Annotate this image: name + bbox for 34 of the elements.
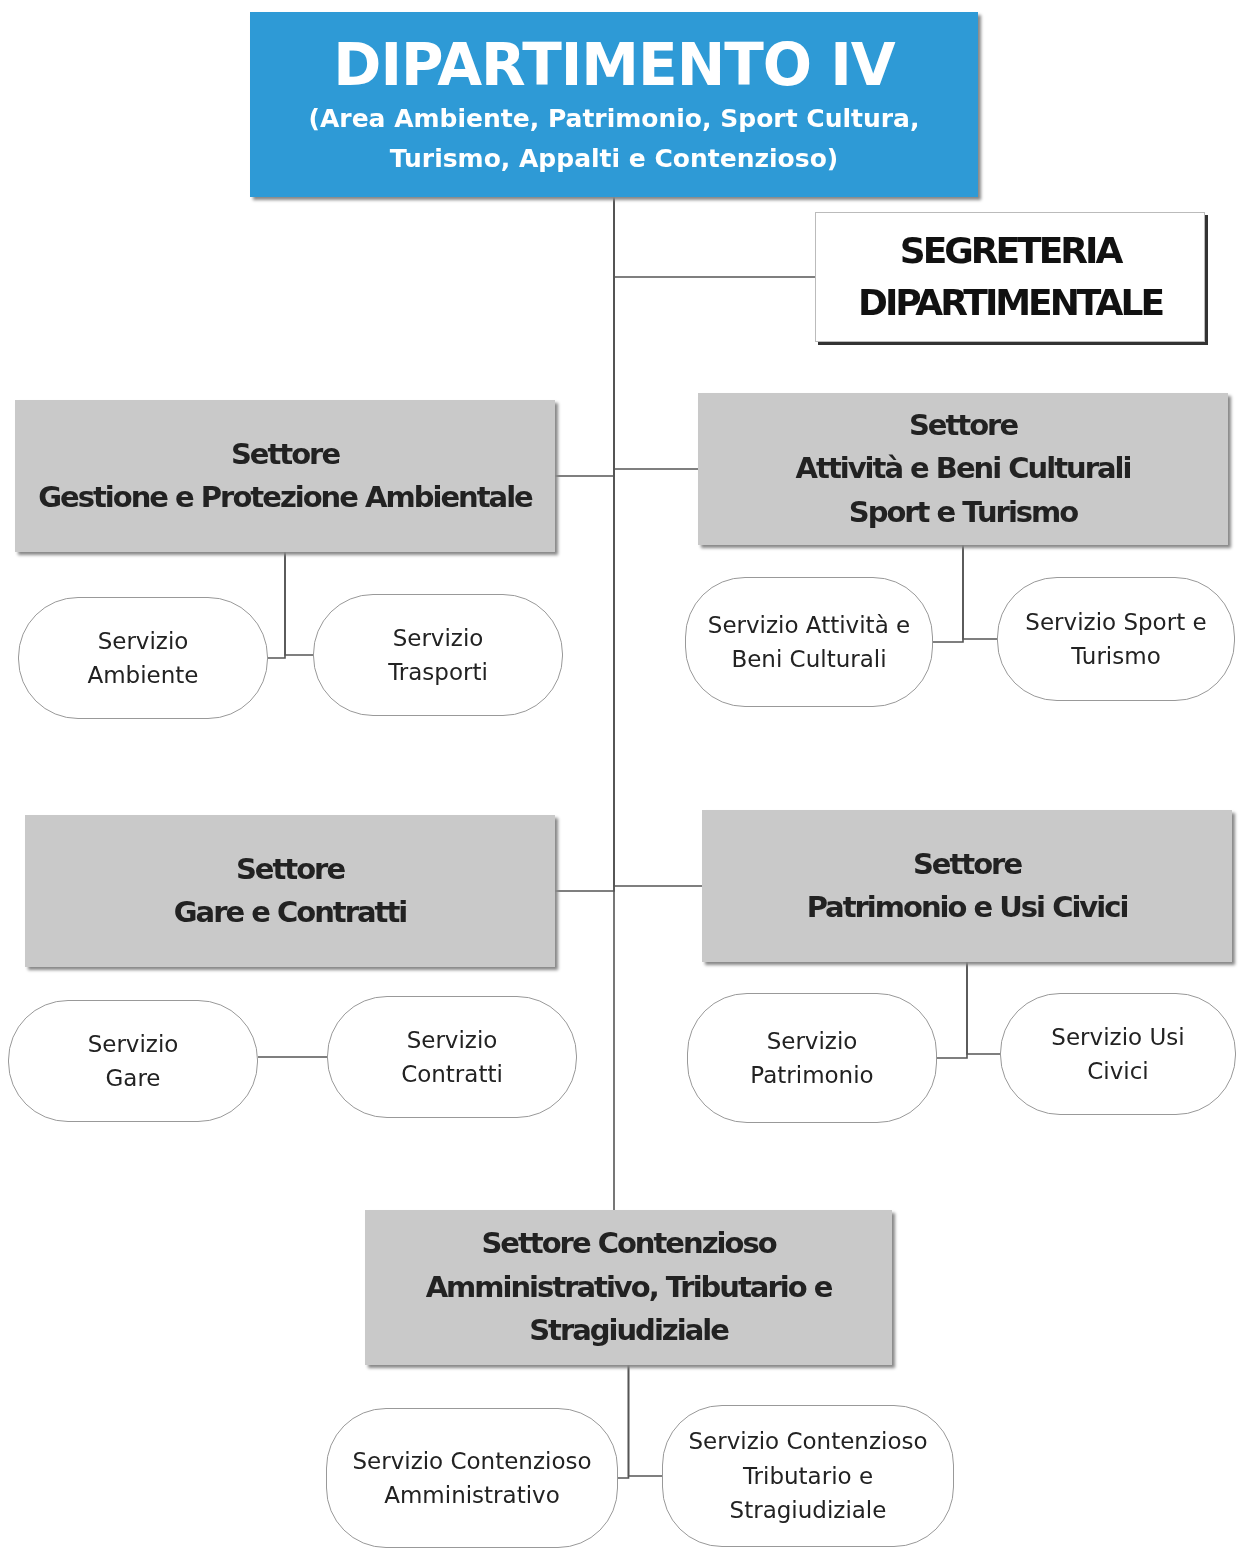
sector-title: Settore Contenzioso Amministrativo, Tributario e Stragiudiziale bbox=[424, 1225, 833, 1350]
service-title: Servizio Gare bbox=[86, 1029, 180, 1093]
sector-title: Gare e Contratti bbox=[173, 894, 407, 931]
sector-title: Gestione e Protezione Ambientale bbox=[38, 479, 532, 516]
sector-box bbox=[698, 393, 1228, 545]
connector-line bbox=[627, 1364, 663, 1477]
service-title: Servizio Patrimonio bbox=[749, 1026, 875, 1090]
service-title: Servizio Trasporti bbox=[387, 623, 489, 687]
sector-title: Settore bbox=[912, 845, 1022, 883]
service-title: Servizio Attività e Beni Culturali bbox=[706, 610, 912, 674]
sector-title: Settore bbox=[908, 406, 1018, 444]
service-title: Servizio Contenzioso Tributario e Stragiudiziale bbox=[687, 1427, 929, 1526]
department-title: DIPARTIMENTO IV bbox=[333, 30, 895, 99]
department-box bbox=[250, 12, 978, 197]
connector-line bbox=[257, 1056, 328, 1058]
office-box bbox=[815, 212, 1205, 342]
connector-line bbox=[962, 544, 998, 640]
sector-title: Settore bbox=[235, 850, 345, 888]
connector-line bbox=[284, 551, 314, 656]
service-title: Servizio Sport e Turismo bbox=[1024, 607, 1208, 671]
service-title: Servizio Ambiente bbox=[86, 626, 200, 690]
sector-box bbox=[702, 810, 1232, 962]
service-title: Servizio Contenzioso Amministrativo bbox=[351, 1446, 593, 1510]
sector-title: Settore bbox=[230, 435, 340, 473]
sector-box bbox=[365, 1210, 892, 1365]
department-subtitle: (Area Ambiente, Patrimonio, Sport Cultura, Turismo, Appalti e Contenzioso) bbox=[307, 102, 921, 175]
connector-line bbox=[966, 961, 1001, 1055]
sector-box bbox=[15, 400, 555, 552]
service-title: Servizio Usi Civici bbox=[1050, 1022, 1186, 1086]
sector-box bbox=[25, 815, 555, 967]
office-title: SEGRETERIA DIPARTIMENTALE bbox=[857, 228, 1164, 325]
service-title: Servizio Contratti bbox=[400, 1025, 504, 1089]
sector-title: Patrimonio e Usi Civici bbox=[806, 889, 1128, 926]
sector-title: Attività e Beni Culturali Sport e Turismo bbox=[794, 450, 1132, 531]
